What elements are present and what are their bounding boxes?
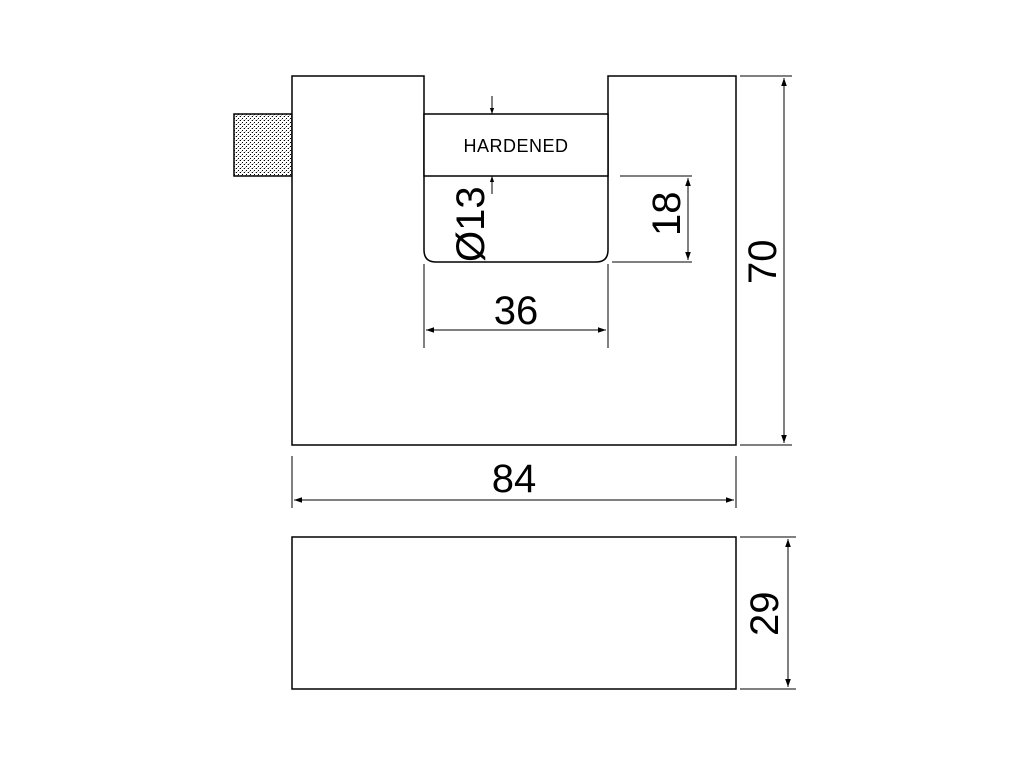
- dim-width: 84: [492, 457, 537, 501]
- dim-diameter: Ø13: [449, 186, 493, 262]
- dim-thickness: 29: [743, 592, 787, 637]
- dim-slot-width: 36: [494, 289, 539, 333]
- key-cylinder: [233, 113, 293, 177]
- dim-height: 70: [741, 240, 785, 285]
- padlock-body-front: [291, 75, 737, 446]
- hardened-label: HARDENED: [463, 136, 568, 156]
- padlock-body-side: [291, 536, 737, 690]
- dim-slot-depth: 18: [645, 192, 689, 237]
- hardened-shackle: [423, 113, 609, 177]
